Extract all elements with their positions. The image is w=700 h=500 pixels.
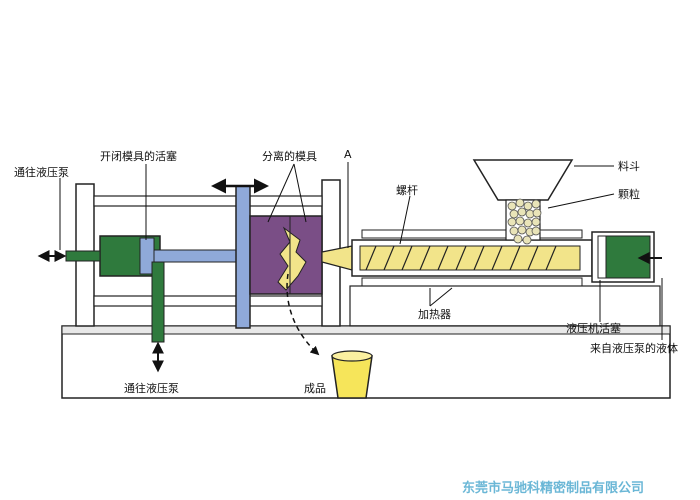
screw-flights [365, 245, 557, 271]
heater-bottom [361, 277, 583, 287]
screw-body [359, 245, 581, 271]
leader-lines [59, 162, 663, 340]
label-to-pump-bottom: 通往液压泵 [124, 381, 179, 395]
cup-rim [331, 350, 373, 362]
label-granules: 颗粒 [618, 187, 640, 201]
label-point-a: A [344, 148, 352, 161]
label-product: 成品 [304, 382, 326, 395]
label-hopper: 料斗 [618, 159, 640, 173]
granules [507, 198, 542, 245]
tie-bar-bottom [93, 295, 323, 307]
mold-cavity [277, 226, 307, 291]
injection-unit-frame [349, 285, 661, 327]
label-fluid-from-pump: 来自液压泵的液体 [590, 341, 678, 355]
label-heater: 加热器 [418, 308, 451, 321]
bottom-hydraulic-line [151, 261, 165, 343]
label-piston-open-close: 开闭模具的活塞 [100, 149, 177, 163]
label-to-pump-left: 通往液压泵 [14, 165, 69, 179]
label-hydraulic-piston: 液压机活塞 [566, 321, 621, 335]
left-hydraulic-line [65, 250, 101, 262]
moving-platen [235, 185, 251, 329]
piston-rod [153, 249, 241, 263]
hopper [472, 159, 574, 201]
product-cup [331, 355, 373, 399]
label-screw: 螺杆 [396, 183, 418, 197]
hydraulic-piston [597, 235, 607, 279]
heater-top [361, 229, 583, 239]
tie-bar-top [93, 195, 323, 207]
watermark: 东莞市马驰科精密制品有限公司 [462, 480, 644, 496]
label-separated-mold: 分离的模具 [262, 149, 317, 163]
